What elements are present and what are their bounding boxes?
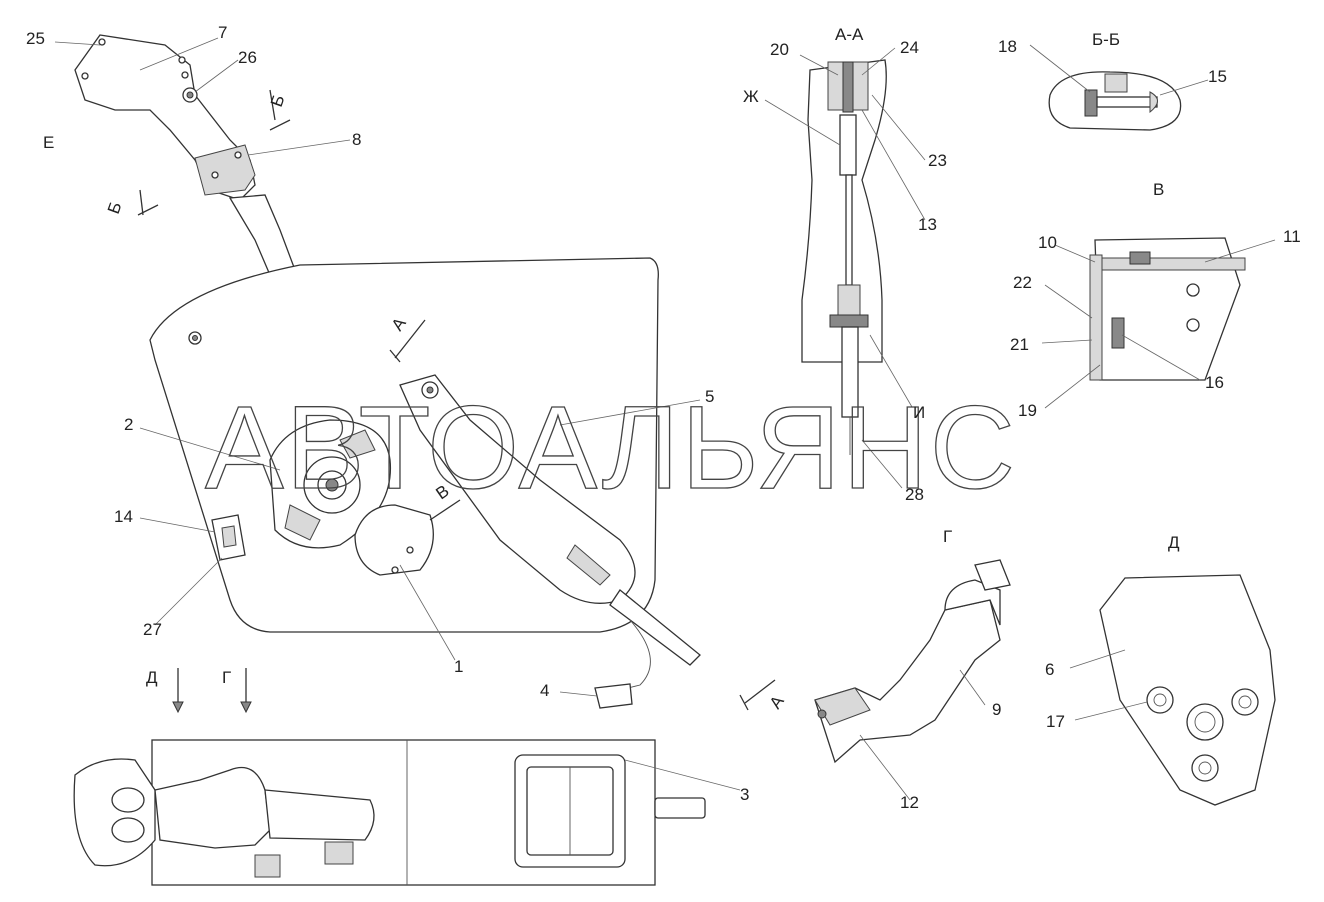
view-title-g: Г — [943, 527, 952, 546]
callout-I: И — [913, 403, 925, 422]
section-bb — [1048, 71, 1182, 131]
callout-labels: 25 7 26 Е 8 2 14 27 1 5 4 3 20 24 Ж 23 1… — [26, 23, 1301, 812]
leader-lines — [54, 37, 1276, 801]
view-title-v: В — [1153, 180, 1164, 199]
callout-21: 21 — [1010, 335, 1029, 354]
view-v — [1089, 237, 1246, 381]
callout-Zh: Ж — [743, 87, 759, 106]
callout-14: 14 — [114, 507, 133, 526]
view-d — [1099, 574, 1276, 806]
callout-10: 10 — [1038, 233, 1057, 252]
callout-2: 2 — [124, 415, 133, 434]
watermark-text: АВТОАЛЬЯНС — [205, 382, 1017, 514]
callout-28: 28 — [905, 485, 924, 504]
callout-15: 15 — [1208, 67, 1227, 86]
main-housing — [149, 257, 701, 709]
callout-5: 5 — [705, 387, 714, 406]
section-markers — [137, 89, 776, 714]
callout-3: 3 — [740, 785, 749, 804]
view-title-aa: А-А — [835, 25, 864, 44]
callout-9: 9 — [992, 700, 1001, 719]
lever-bracket-assembly — [74, 34, 296, 276]
callout-E: Е — [43, 133, 54, 152]
mark-d-arrow: Д — [146, 668, 158, 687]
callout-7: 7 — [218, 23, 227, 42]
callout-25: 25 — [26, 29, 45, 48]
callout-8: 8 — [352, 130, 361, 149]
callout-19: 19 — [1018, 401, 1037, 420]
callout-13: 13 — [918, 215, 937, 234]
callout-11: 11 — [1283, 227, 1301, 246]
callout-18: 18 — [998, 37, 1017, 56]
callout-6: 6 — [1045, 660, 1054, 679]
section-aa — [801, 59, 887, 455]
callout-16: 16 — [1205, 373, 1224, 392]
view-g — [814, 559, 1011, 764]
mark-b-top: Б — [267, 92, 289, 109]
callout-26: 26 — [238, 48, 257, 67]
view-title-bb: Б-Б — [1092, 30, 1120, 49]
callout-1: 1 — [454, 657, 463, 676]
callout-27: 27 — [143, 620, 162, 639]
view-title-d: Д — [1168, 533, 1180, 552]
callout-4: 4 — [540, 681, 549, 700]
mark-g-arrow: Г — [222, 668, 231, 687]
callout-12: 12 — [900, 793, 919, 812]
callout-20: 20 — [770, 40, 789, 59]
callout-22: 22 — [1013, 273, 1032, 292]
mark-b-bottom: Б — [104, 199, 126, 216]
callout-24: 24 — [900, 38, 919, 57]
view-titles: А-А Б-Б В Г Д — [835, 25, 1180, 552]
callout-23: 23 — [928, 151, 947, 170]
side-view-assembly — [73, 739, 706, 886]
callout-17: 17 — [1046, 712, 1065, 731]
mark-a-bottom: А — [766, 692, 788, 713]
